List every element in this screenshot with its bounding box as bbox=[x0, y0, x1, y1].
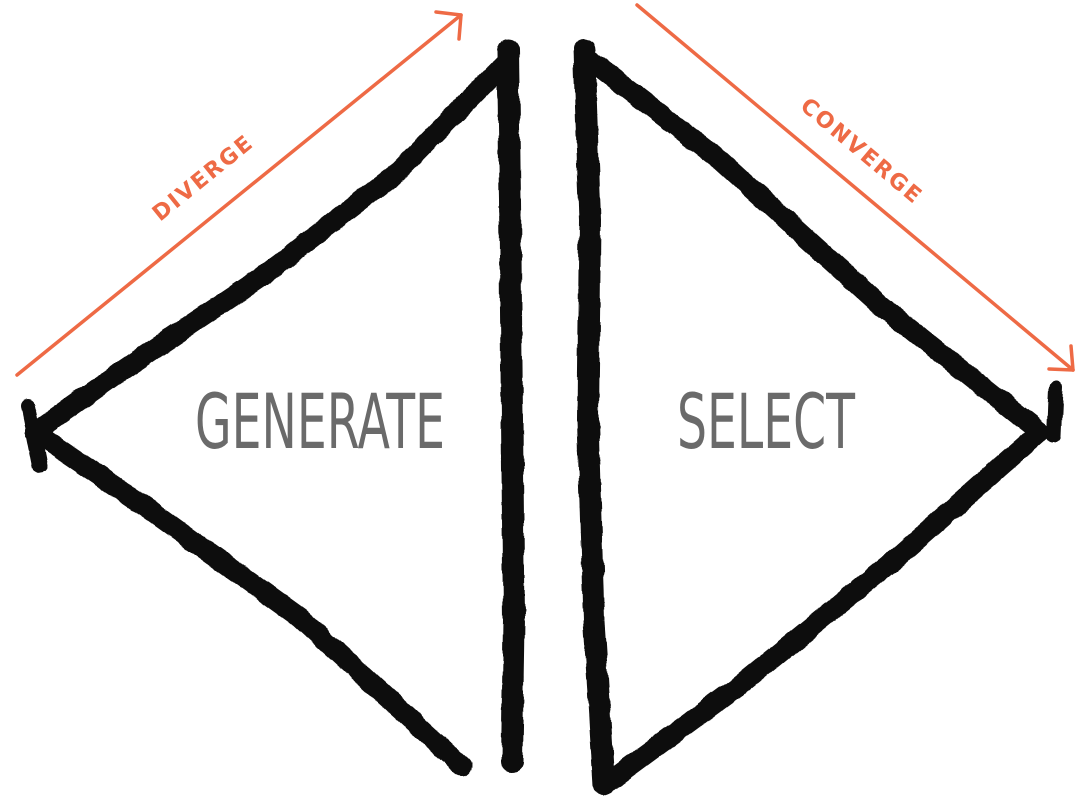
diverge-arrow-head bbox=[434, 10, 463, 41]
converge-arrow-shaft bbox=[635, 3, 1075, 372]
converge-arrow bbox=[635, 3, 1075, 372]
generate-triangle-left-cap bbox=[21, 399, 47, 473]
converge-arrow-head bbox=[1047, 344, 1075, 372]
select-triangle-right-cap bbox=[1047, 381, 1063, 443]
generate-label: GENERATE bbox=[195, 377, 445, 466]
select-triangle-lower-edge bbox=[594, 422, 1050, 795]
diverge-label: DIVERGE bbox=[148, 130, 259, 227]
generate-triangle-vertical-edge bbox=[497, 39, 525, 773]
diverge-arrow bbox=[15, 10, 463, 377]
select-triangle bbox=[573, 39, 1063, 796]
generate-triangle-lower-edge bbox=[25, 422, 472, 776]
select-triangle-upper-edge bbox=[580, 50, 1050, 442]
select-triangle-vertical-edge bbox=[573, 39, 615, 796]
generate-triangle-upper-edge bbox=[25, 50, 518, 442]
select-label: SELECT bbox=[677, 377, 855, 466]
diverge-arrow-shaft bbox=[15, 13, 463, 377]
generate-triangle bbox=[21, 39, 525, 776]
